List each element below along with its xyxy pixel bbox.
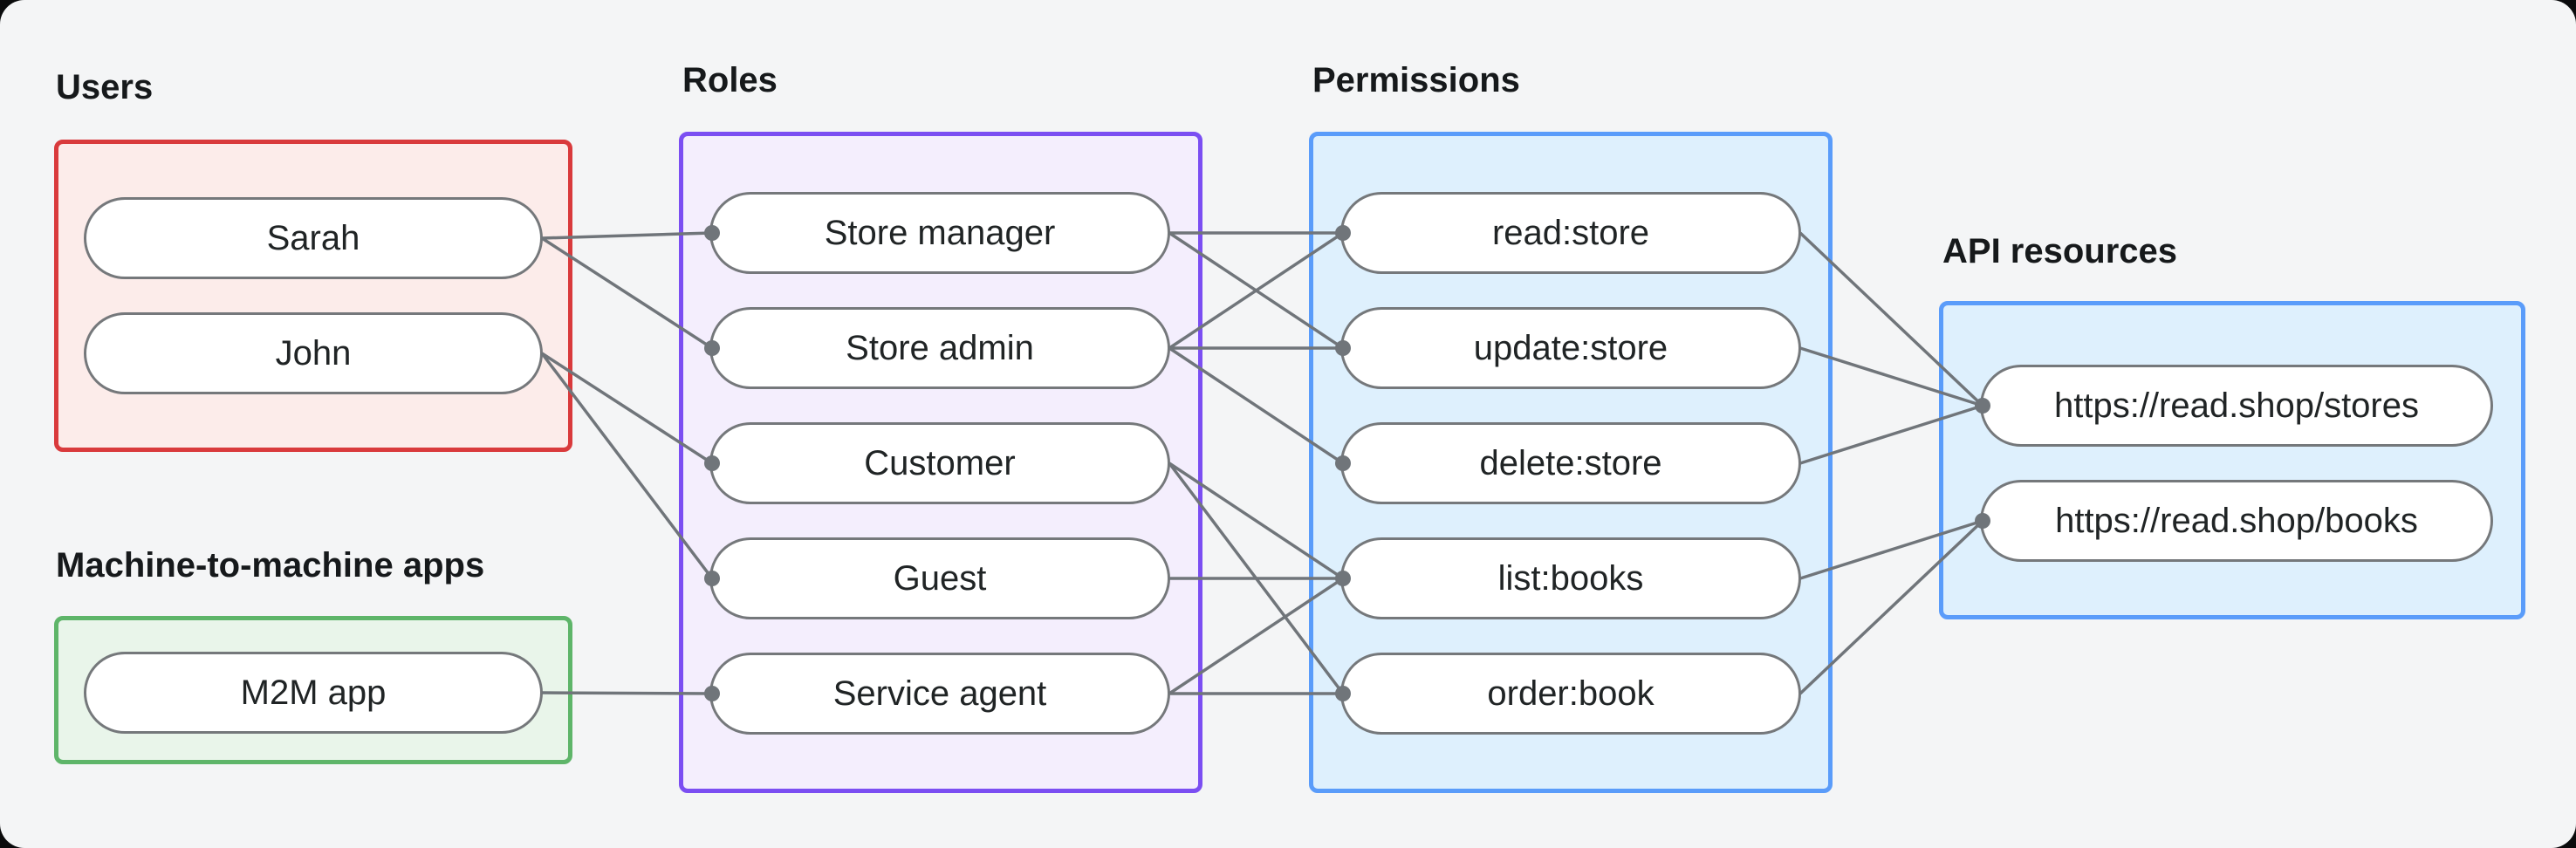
node-read-store-label: read:store [1491,213,1650,252]
group-users-title: Users [56,68,154,106]
node-store-manager-label: Store manager [824,213,1056,252]
node-sarah-label: Sarah [266,218,360,257]
group-roles-title: Roles [682,61,778,99]
node-customer-label: Customer [864,443,1016,482]
node-update-store-label: update:store [1473,328,1668,367]
node-stores-api-label: https://read.shop/stores [2053,386,2419,425]
node-m2m-app: M2M app [84,652,543,734]
node-guest-label: Guest [893,558,987,598]
node-read-store: read:store [1340,192,1801,274]
group-users-box [54,140,572,452]
node-service-agent: Service agent [709,653,1170,735]
node-service-agent-label: Service agent [832,674,1047,713]
group-permissions-title: Permissions [1312,61,1520,99]
node-delete-store: delete:store [1340,422,1801,504]
node-customer: Customer [709,422,1170,504]
node-store-admin: Store admin [709,307,1170,389]
node-john-label: John [275,333,352,373]
node-sarah: Sarah [84,197,543,279]
group-api-box [1939,301,2525,619]
node-store-manager: Store manager [709,192,1170,274]
node-stores-api: https://read.shop/stores [1980,365,2493,447]
node-list-books: list:books [1340,537,1801,619]
node-order-book-label: order:book [1487,674,1655,713]
node-delete-store-label: delete:store [1479,443,1662,482]
node-update-store: update:store [1340,307,1801,389]
group-api-title: API resources [1942,232,2178,270]
node-m2m-app-label: M2M app [240,673,387,712]
node-john: John [84,312,543,394]
node-list-books-label: list:books [1497,558,1644,598]
node-books-api-label: https://read.shop/books [2055,501,2418,540]
group-m2m-title: Machine-to-machine apps [56,546,485,585]
node-order-book: order:book [1340,653,1801,735]
node-books-api: https://read.shop/books [1980,480,2493,562]
node-guest: Guest [709,537,1170,619]
node-store-admin-label: Store admin [846,328,1034,367]
